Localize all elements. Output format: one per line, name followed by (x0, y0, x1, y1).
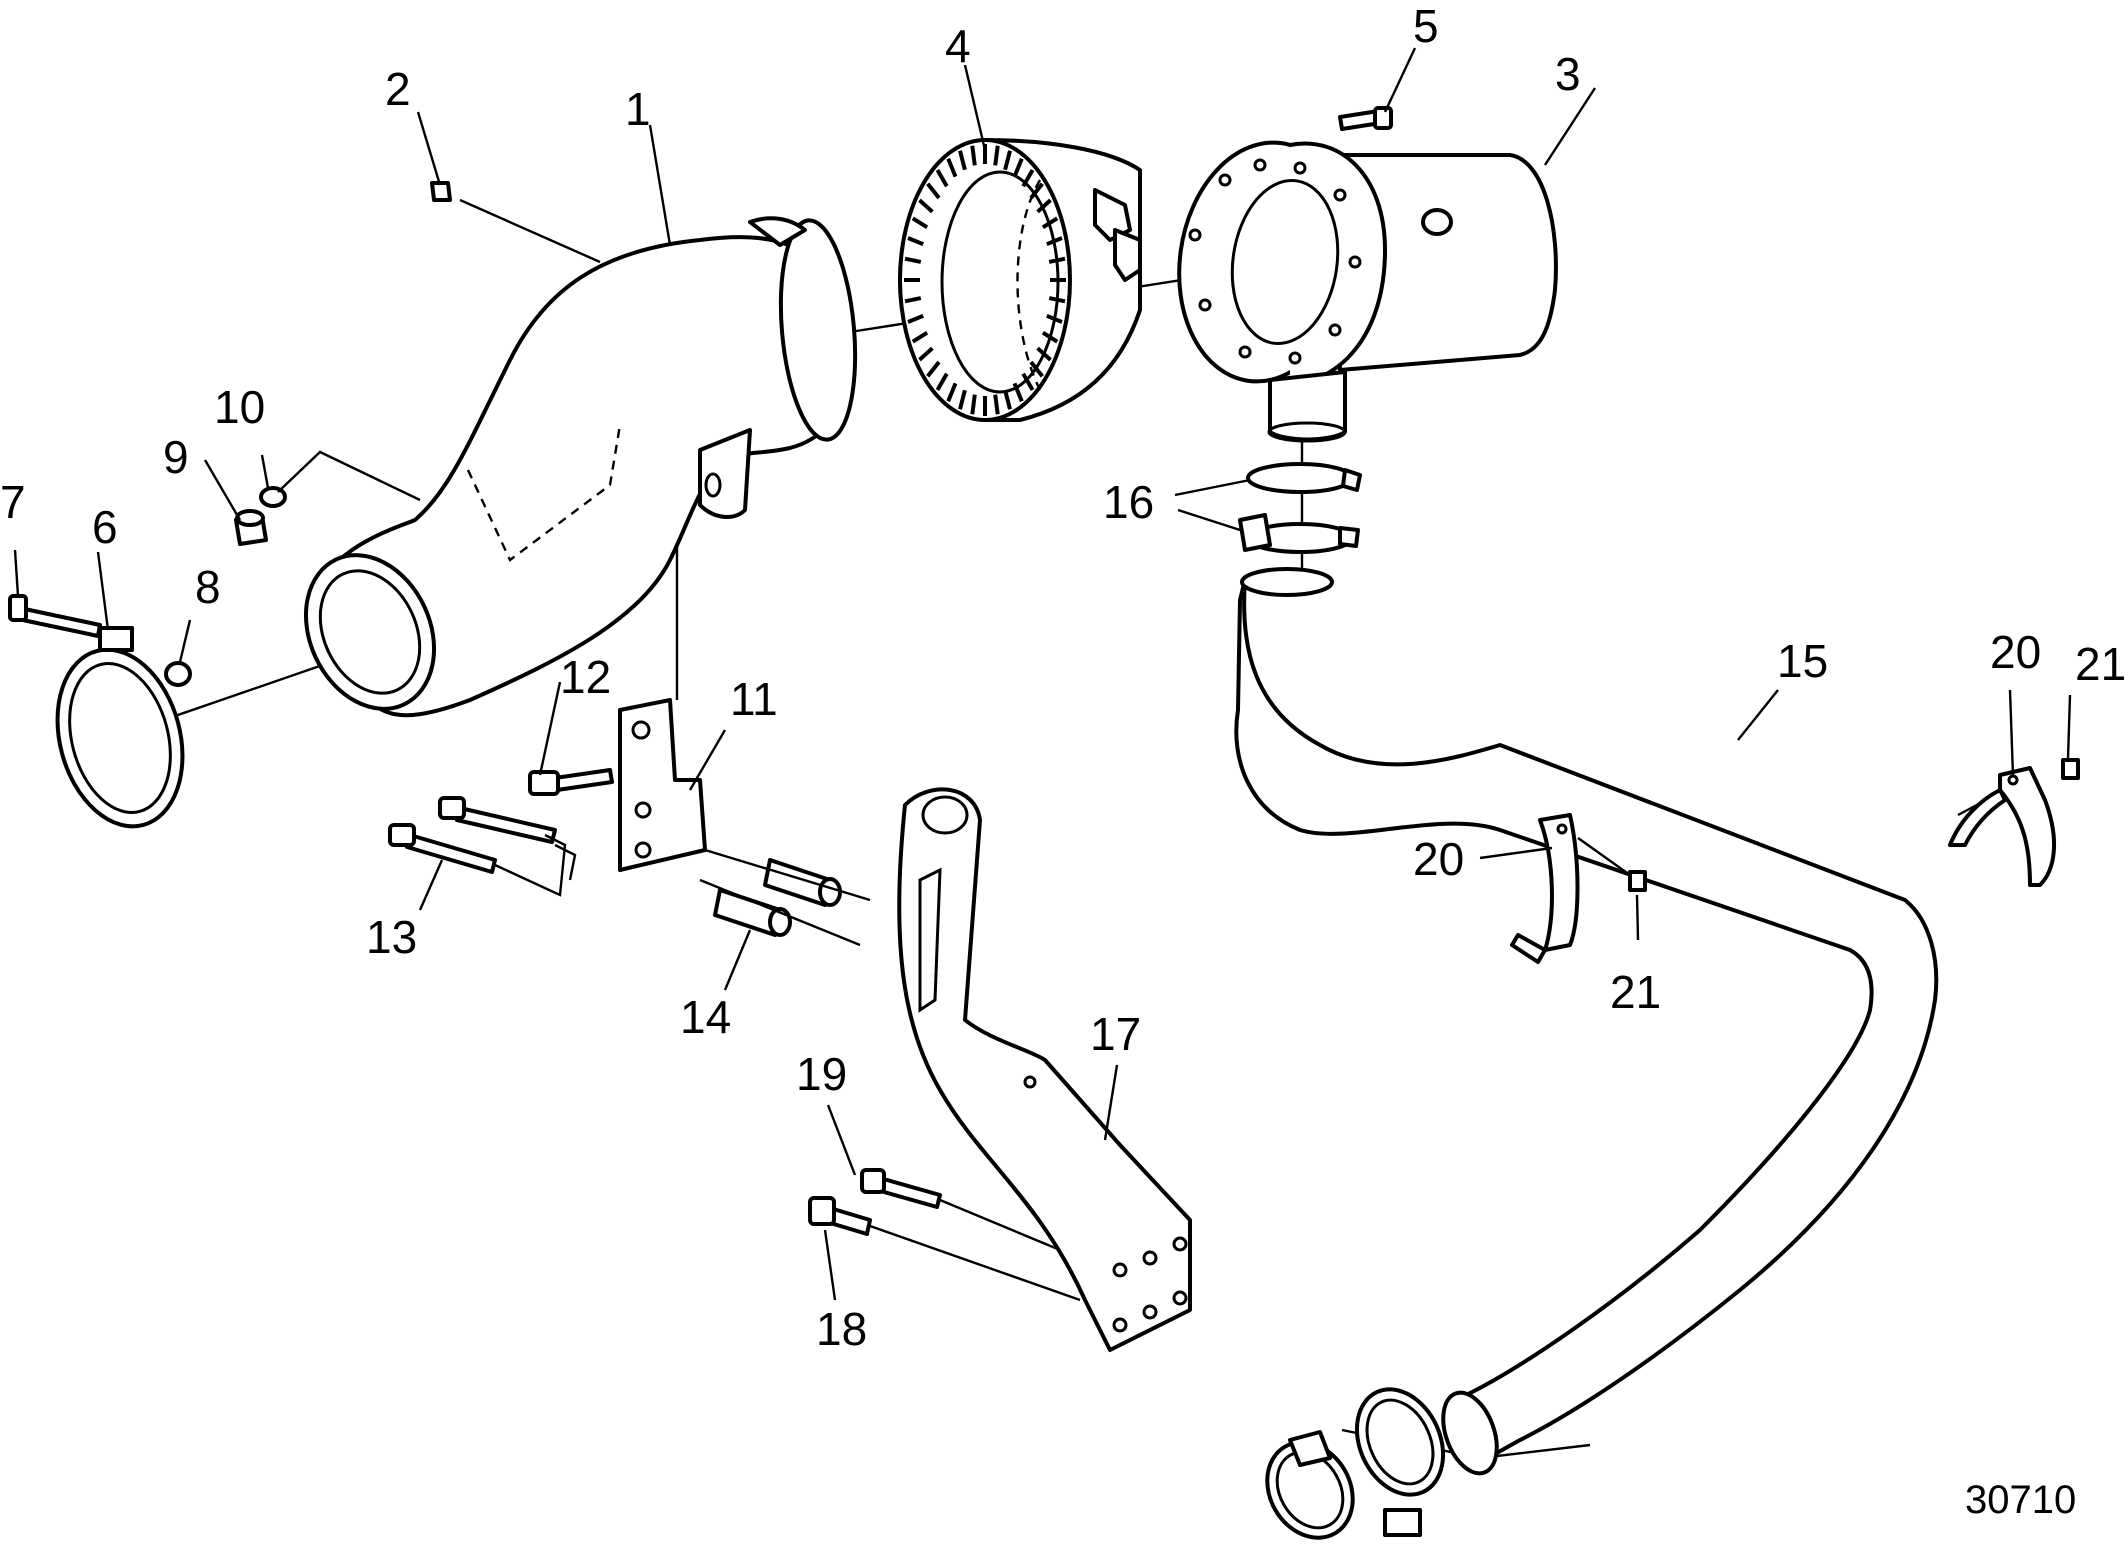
bolt-19 (860, 1168, 1061, 1252)
callout-8: 8 (195, 561, 221, 613)
hose-support-clamp-right (1948, 766, 2057, 887)
exhaust-elbow (303, 216, 858, 718)
callout-6: 6 (92, 501, 118, 553)
bolt-18 (808, 1196, 1081, 1302)
sleeve-slot (926, 182, 941, 200)
sleeve-slot (911, 216, 929, 229)
callout-21-right: 21 (2075, 638, 2125, 690)
exhaust-sleeve (898, 138, 1142, 422)
callout-4: 4 (945, 20, 971, 72)
bolt-7 (8, 594, 102, 638)
screw-21-right (2061, 758, 2080, 780)
sleeve-slot (904, 296, 922, 304)
callout-12: 12 (560, 651, 611, 703)
sleeve-slot (935, 372, 949, 392)
hose-clamps-upper (1238, 462, 1362, 554)
sleeve-slot (1046, 313, 1063, 324)
mount-bracket (618, 698, 707, 872)
v-band-clamp (55, 626, 185, 829)
callout-16: 16 (1103, 476, 1154, 528)
sleeve-slot (958, 389, 967, 410)
washer-10 (259, 486, 287, 508)
screw-21-left (1628, 870, 1647, 892)
sleeve-slot (993, 145, 1000, 166)
sleeve-slot (907, 313, 924, 324)
callout-15: 15 (1777, 635, 1828, 687)
sleeve-slot (1021, 372, 1035, 392)
sleeve-slot (1048, 296, 1066, 304)
sleeve-slot (1036, 346, 1052, 362)
bolts-13 (388, 796, 557, 874)
sleeve-slot (970, 394, 977, 415)
sleeve-slot (1012, 158, 1024, 178)
callout-18: 18 (816, 1303, 867, 1355)
sleeve-slot (1029, 360, 1044, 378)
callout-21-left: 21 (1610, 966, 1661, 1018)
callout-1: 1 (625, 83, 651, 135)
sleeve-slot (946, 382, 958, 402)
sleeve-slot (911, 331, 929, 344)
sleeve-slot (958, 150, 967, 171)
sleeve-slot (918, 346, 934, 362)
sleeve-slot (1021, 168, 1035, 188)
hose-clamps-lower (1265, 1387, 1446, 1540)
sleeve-slot (918, 198, 934, 214)
riser-flange-holes (1188, 158, 1362, 365)
figure-number: 30710 (1965, 1478, 2076, 1522)
screw-5 (1338, 106, 1393, 131)
sleeve-slot (926, 360, 941, 378)
exhaust-riser (1177, 140, 1558, 443)
sleeve-slot (1003, 389, 1012, 410)
callout-leaders (13, 47, 2072, 1301)
sleeve-slot (1003, 150, 1012, 171)
sleeve-slots (904, 144, 1066, 416)
sleeve-slot (1041, 331, 1059, 344)
callout-9: 9 (163, 431, 189, 483)
sleeve-slot (935, 168, 949, 188)
callout-5: 5 (1413, 0, 1439, 52)
sleeve-slot (1036, 198, 1052, 214)
callout-3: 3 (1555, 48, 1581, 100)
nut-8 (164, 661, 192, 687)
callout-2: 2 (385, 63, 411, 115)
callout-7: 7 (0, 476, 26, 528)
sleeve-slot (1012, 382, 1024, 402)
callout-13: 13 (366, 911, 417, 963)
spacers-14 (699, 848, 871, 947)
plug-9 (234, 509, 268, 546)
callout-19: 19 (796, 1048, 847, 1100)
sleeve-slot (993, 394, 1000, 415)
support-bracket (897, 787, 1192, 1352)
callout-17: 17 (1090, 1008, 1141, 1060)
bolt-12 (528, 768, 614, 796)
callout-labels: 1 2 3 4 5 6 7 8 9 10 11 12 13 14 15 16 1… (0, 0, 2125, 1522)
sleeve-slot (1046, 236, 1063, 247)
callout-20-left: 20 (1413, 833, 1464, 885)
sleeve-slot (1029, 182, 1044, 200)
callout-14: 14 (680, 991, 731, 1043)
callout-20-right: 20 (1990, 626, 2041, 678)
callout-11: 11 (730, 673, 778, 725)
sleeve-slot (1048, 256, 1066, 264)
sleeve-slot (904, 256, 922, 264)
sleeve-slot (1041, 216, 1059, 229)
sleeve-slot (970, 145, 977, 166)
callout-10: 10 (214, 381, 265, 433)
plug-2 (430, 181, 452, 202)
sleeve-slot (907, 236, 924, 247)
sleeve-slot (946, 158, 958, 178)
exhaust-hose (1234, 567, 1939, 1476)
